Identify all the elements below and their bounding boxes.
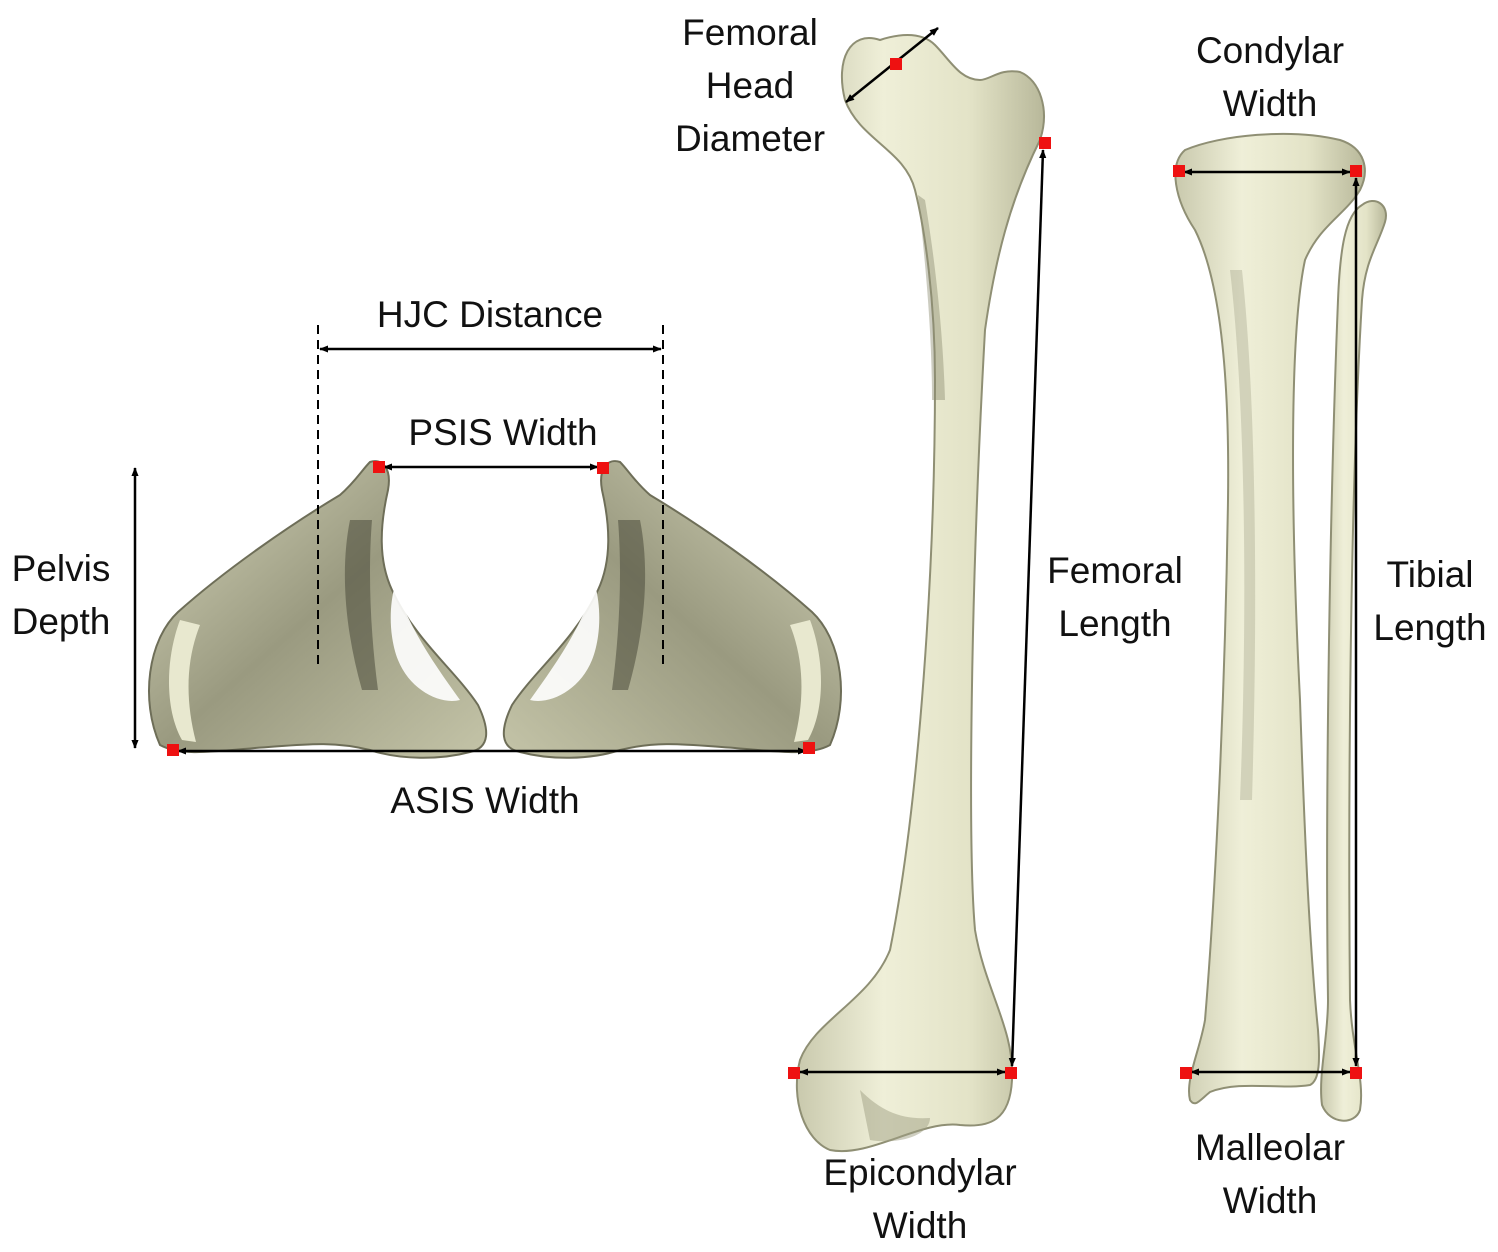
label-hjc-distance: HJC Distance [376, 294, 604, 335]
landmark-marker [373, 461, 385, 473]
label-malleolar-width: Malleolar Width [1194, 1127, 1346, 1221]
fibula [1320, 200, 1387, 1122]
landmark-marker [788, 1067, 800, 1079]
landmark-marker [1173, 165, 1185, 177]
landmark-marker [1039, 137, 1051, 149]
landmark-marker [1180, 1067, 1192, 1079]
landmark-marker [1350, 1067, 1362, 1079]
label-femoral-head-diameter: Femoral Head Diameter [674, 12, 826, 159]
label-epicondylar-width: Epicondylar Width [823, 1152, 1017, 1246]
landmark-marker [1350, 165, 1362, 177]
landmark-marker [597, 462, 609, 474]
label-pelvis-depth: Pelvis Depth [11, 548, 111, 642]
femoral-length-arrow [1008, 149, 1047, 1067]
label-asis-width: ASIS Width [390, 780, 580, 821]
landmark-marker [1005, 1067, 1017, 1079]
pelvis-right-half [502, 460, 842, 759]
landmark-marker [167, 744, 179, 756]
label-femoral-length: Femoral Length [1047, 550, 1183, 644]
landmark-marker [803, 742, 815, 754]
landmark-marker [890, 58, 902, 70]
tibia [1174, 132, 1366, 1105]
label-psis-width: PSIS Width [408, 412, 598, 453]
pelvis-left-half [148, 460, 488, 759]
label-tibial-length: Tibial Length [1373, 554, 1487, 648]
femur [795, 34, 1045, 1153]
label-condylar-width: Condylar Width [1195, 30, 1345, 124]
